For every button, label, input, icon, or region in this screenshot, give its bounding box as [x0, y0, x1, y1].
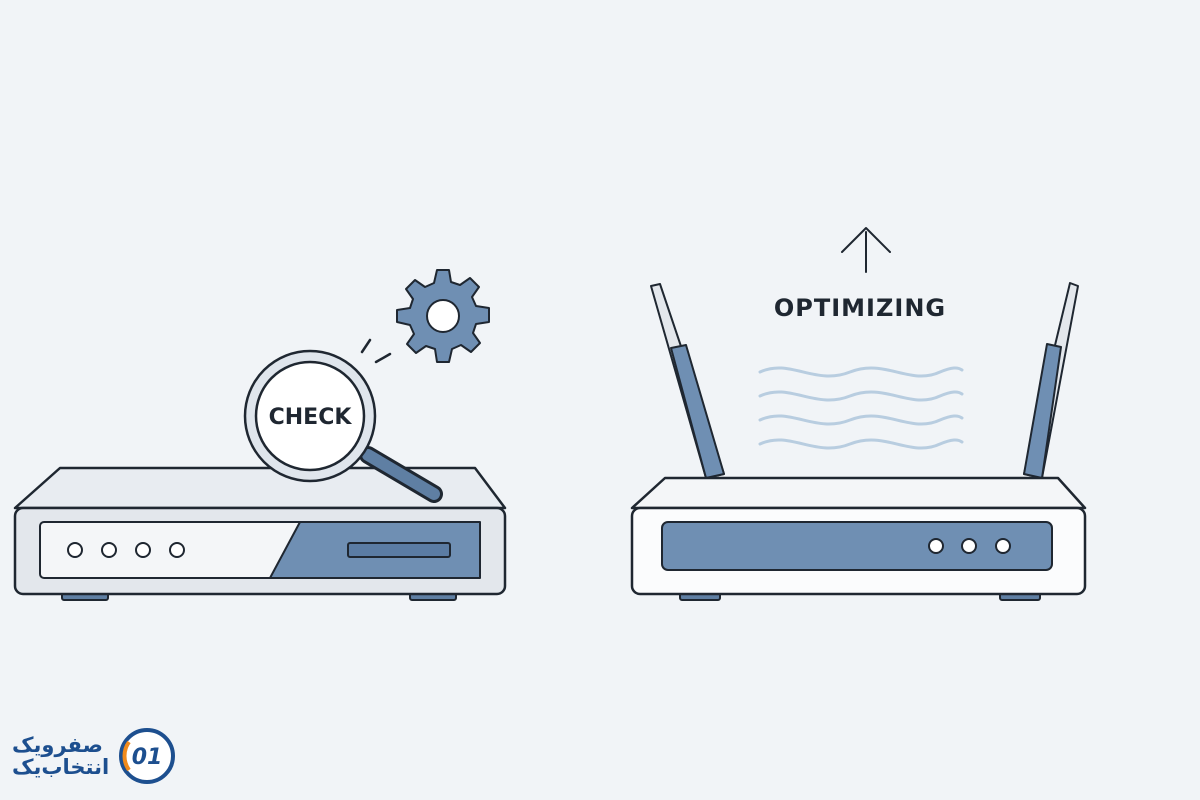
right-router-panel	[661, 521, 1053, 571]
right-router-top	[630, 476, 1087, 510]
gear-icon	[396, 269, 490, 363]
led-indicator	[169, 542, 185, 558]
check-label: CHECK	[269, 405, 353, 430]
brand-line2: انتخاب‌یک	[12, 755, 110, 779]
right-router	[630, 282, 1087, 601]
led-indicator	[995, 538, 1011, 554]
left-router	[13, 466, 507, 601]
arrow-up-icon	[841, 227, 891, 273]
brand-logo: صفرویک انتخاب‌یک 01	[12, 726, 177, 786]
antenna-right	[1023, 282, 1079, 479]
signal-waves-icon	[758, 366, 964, 450]
magnifier-icon: CHECK	[243, 349, 443, 503]
led-indicator	[101, 542, 117, 558]
antenna-left	[650, 283, 725, 479]
left-router-slot	[347, 542, 451, 558]
led-indicator	[135, 542, 151, 558]
led-indicator	[67, 542, 83, 558]
brand-logo-icon: 01	[119, 728, 176, 784]
led-indicator	[928, 538, 944, 554]
brand-line1: صفرویک	[12, 732, 103, 757]
optimizing-label: OPTIMIZING	[774, 294, 946, 322]
sparkle-lines	[360, 338, 392, 364]
brand-text: صفرویک انتخاب‌یک	[12, 734, 109, 778]
led-indicator	[961, 538, 977, 554]
brand-logo-letters: 01	[132, 745, 163, 770]
